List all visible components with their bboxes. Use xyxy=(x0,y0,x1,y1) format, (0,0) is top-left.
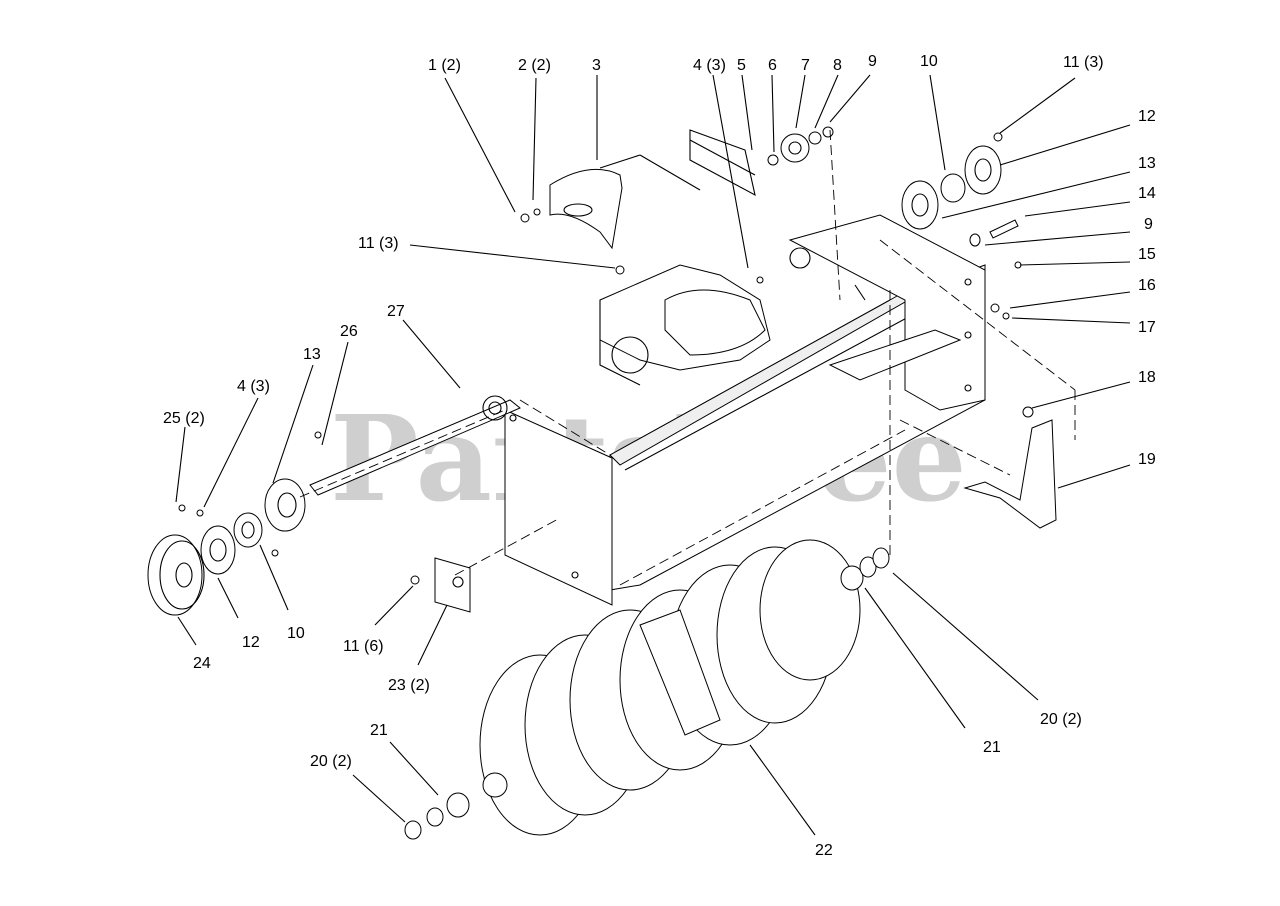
callout-25: 25 (2) xyxy=(163,410,205,427)
callout-17: 17 xyxy=(1138,319,1156,336)
washer-20-right-a xyxy=(859,556,877,578)
washer-20-left-a xyxy=(426,807,444,827)
callout-labels: 1 (2) 2 (2) 3 4 (3) 5 6 7 8 9 10 11 (3) … xyxy=(163,53,1156,859)
callout-12-left: 12 xyxy=(242,634,260,651)
callout-3: 3 xyxy=(592,57,601,74)
callout-4-top: 4 (3) xyxy=(693,57,726,74)
callout-21-left: 21 xyxy=(370,722,388,739)
washer-8 xyxy=(808,131,822,145)
auger-pulley xyxy=(147,534,203,616)
callout-21-right: 21 xyxy=(983,739,1001,756)
washer-9b xyxy=(969,233,981,247)
callout-13-right: 13 xyxy=(1138,155,1156,172)
callout-5: 5 xyxy=(737,57,746,74)
callout-20-left: 20 (2) xyxy=(310,753,352,770)
callout-9-right: 9 xyxy=(1144,216,1153,233)
spacer-21-right xyxy=(840,565,864,591)
side-bracket xyxy=(788,214,986,411)
callout-15: 15 xyxy=(1138,246,1156,263)
drive-chain xyxy=(689,129,756,197)
callout-20-right: 20 (2) xyxy=(1040,711,1082,728)
callout-22: 22 xyxy=(815,842,833,859)
callout-26: 26 xyxy=(340,323,358,340)
housing-left-side-plate xyxy=(504,409,613,606)
callout-14: 14 xyxy=(1138,185,1156,202)
callout-11-lower: 11 (6) xyxy=(343,638,384,655)
bearing-left xyxy=(233,512,263,548)
nut-18 xyxy=(1022,406,1034,418)
callout-19: 19 xyxy=(1138,451,1156,468)
callout-10-top: 10 xyxy=(920,53,938,70)
callout-16: 16 xyxy=(1138,277,1156,294)
bolt-14 xyxy=(989,219,1019,239)
nut-6 xyxy=(767,154,779,166)
callout-8: 8 xyxy=(833,57,842,74)
bearing-plate xyxy=(434,557,471,613)
nut-11-lower xyxy=(410,575,420,585)
leader-lines xyxy=(175,74,1131,836)
drawing xyxy=(147,126,1076,840)
auger-shaft xyxy=(309,399,521,496)
callout-1: 1 (2) xyxy=(428,57,461,74)
callout-6: 6 xyxy=(768,57,777,74)
bearing-flange-left xyxy=(264,478,306,532)
auger xyxy=(479,539,861,836)
callout-10-left: 10 xyxy=(287,625,305,642)
skid-bracket xyxy=(963,419,1057,529)
sprocket xyxy=(780,133,810,163)
callout-18: 18 xyxy=(1138,369,1156,386)
washer-20-right-b xyxy=(872,547,890,569)
bearing-flange-left-outer xyxy=(200,525,236,575)
spacer-21-left xyxy=(446,792,470,818)
callout-12-right: 12 xyxy=(1138,108,1156,125)
bearing-flange-right-inner xyxy=(901,180,939,230)
bearing-flange-right-outer xyxy=(964,145,1002,195)
callout-7: 7 xyxy=(801,57,810,74)
washer-9 xyxy=(822,126,834,138)
bearing-right xyxy=(940,173,966,203)
callout-23: 23 (2) xyxy=(388,677,430,694)
callout-13-left: 13 xyxy=(303,346,321,363)
callout-27: 27 xyxy=(387,303,405,320)
belt-cover xyxy=(549,168,623,250)
washer-20-left-b xyxy=(404,820,422,840)
callout-11-top: 11 (3) xyxy=(1063,54,1104,71)
callout-2: 2 (2) xyxy=(518,57,551,74)
callout-9-top: 9 xyxy=(868,53,877,70)
callout-24: 24 xyxy=(193,655,211,672)
callout-4-left: 4 (3) xyxy=(237,378,270,395)
callout-11-mid: 11 (3) xyxy=(358,235,399,252)
